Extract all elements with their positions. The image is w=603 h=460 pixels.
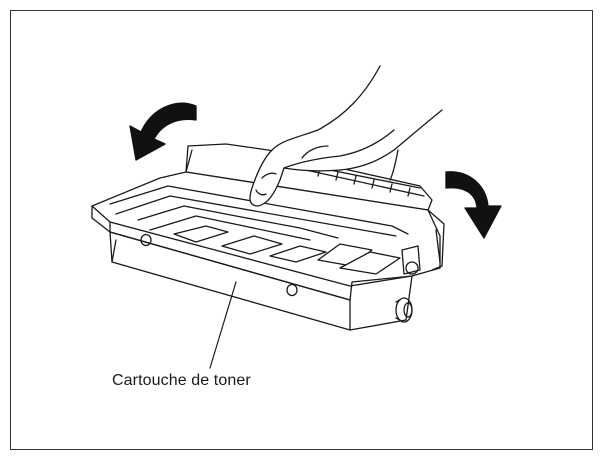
toner-cartridge bbox=[91, 143, 445, 331]
right-rotation-arrow-icon bbox=[445, 171, 502, 239]
left-rotation-arrow-icon bbox=[129, 102, 197, 161]
callout-leader-line bbox=[209, 281, 237, 369]
hand-illustration bbox=[249, 65, 443, 207]
toner-cartridge-label: Cartouche de toner bbox=[112, 372, 251, 389]
